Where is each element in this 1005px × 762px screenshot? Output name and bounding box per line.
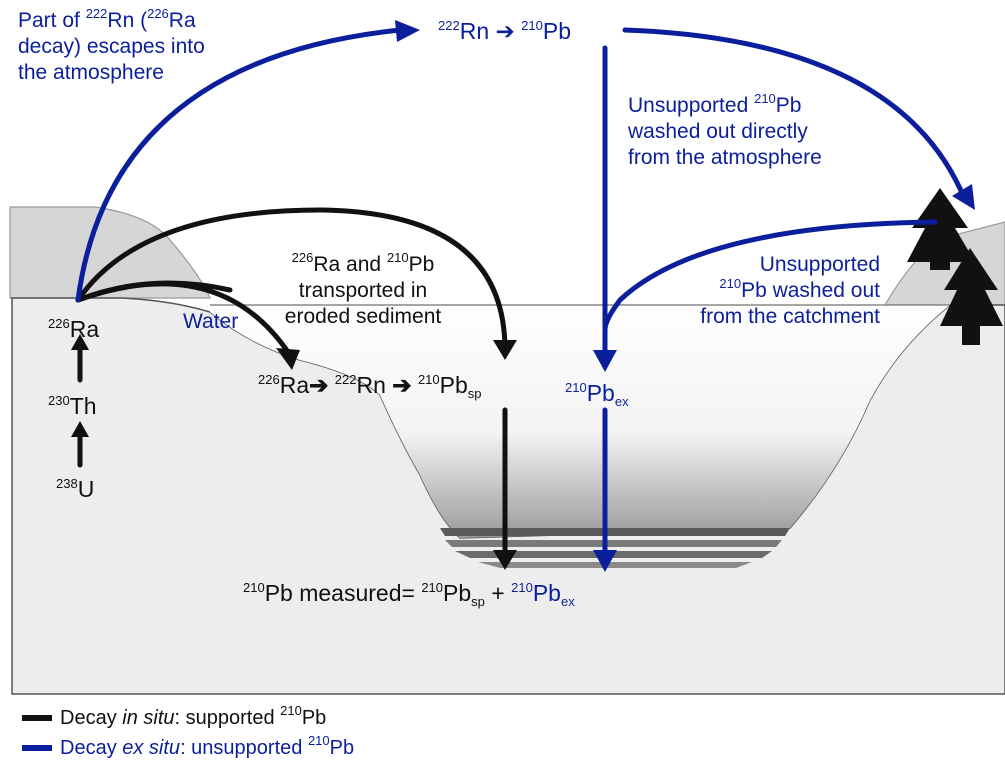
arrowhead <box>493 550 517 570</box>
arrow-escape-atmosphere <box>75 27 403 303</box>
tree-icon <box>907 188 975 270</box>
ra-226-left: 226Ra <box>48 316 100 342</box>
arrowhead <box>395 20 420 42</box>
supported-decay-arrows <box>75 207 508 563</box>
washout-catchment-label: Unsupported 210Pb washed out from the ca… <box>700 253 880 328</box>
washout-atmosphere-label: Unsupported 210Pb washed out directly fr… <box>628 91 822 169</box>
legend-black-swatch <box>22 715 52 721</box>
tree-icon <box>940 248 1003 345</box>
top-rn-pb-chain: 222Rn ➔ 210Pb <box>438 18 572 44</box>
arrowhead <box>952 184 975 210</box>
lake-decay-chain: 226Ra➔ 222Rn ➔ 210Pbsp <box>258 372 482 401</box>
pb-ex-label: 210Pbex <box>565 380 629 409</box>
lake-water <box>210 305 950 538</box>
arrow-to-sediment-pb <box>75 207 508 353</box>
arrowhead <box>593 350 617 372</box>
arrowhead <box>71 421 89 437</box>
measured-equation: 210Pb measured= 210Pbsp + 210Pbex <box>243 580 575 609</box>
arrow-to-pb-sp-water <box>75 280 233 303</box>
arrowhead <box>493 340 517 360</box>
legend-blue-swatch <box>22 745 52 751</box>
arrowhead <box>71 334 89 350</box>
th-230: 230Th <box>48 393 97 419</box>
unsupported-decay-arrows <box>75 27 968 563</box>
water-label: Water <box>183 310 239 333</box>
transport-label: 226Ra and 210Pb transported in eroded se… <box>284 250 442 328</box>
u-238: 238U <box>56 476 95 502</box>
escape-label: Part of 222Rn (226Ra decay) escapes into… <box>18 6 205 84</box>
arrow-catchment-to-lake <box>602 219 938 333</box>
arrow-atm-to-trees <box>622 27 968 203</box>
legend-unsupported: Decay ex situ: unsupported 210Pb <box>60 733 355 759</box>
legend-supported: Decay in situ: supported 210Pb <box>60 703 327 729</box>
arrowhead <box>593 550 617 572</box>
arrowhead <box>276 348 300 370</box>
